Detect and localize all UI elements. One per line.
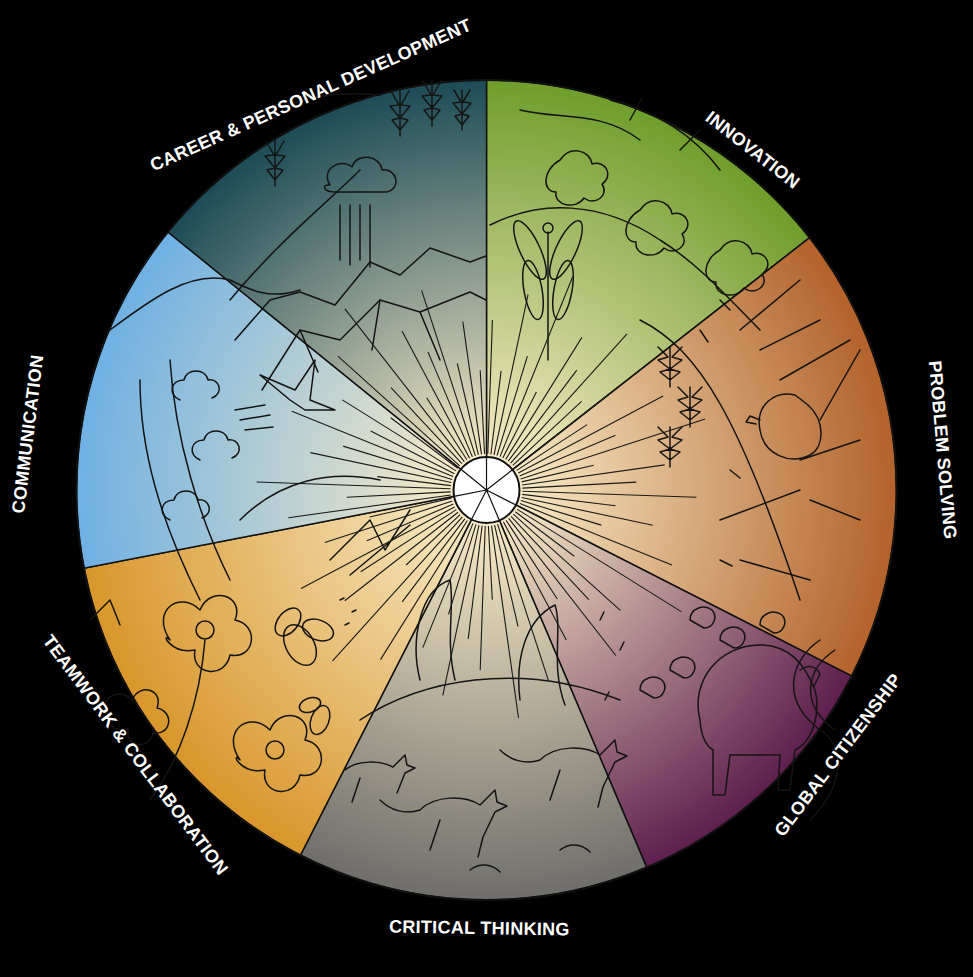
career-scene [230,81,486,390]
center-hub [454,457,520,523]
sun-ray [522,465,665,485]
segment-label: GLOBAL CITIZENSHIP [770,670,905,840]
sun-ray [498,524,549,680]
sun-ray [517,425,587,471]
sun-ray [519,506,612,553]
sun-ray [422,290,476,456]
sun-ray [345,309,464,462]
sun-ray [518,396,663,473]
critical-scene [345,580,627,872]
sun-ray [509,518,616,655]
sun-ray [488,526,492,600]
sun-ray [521,419,706,479]
sun-ray [428,352,473,457]
sun-ray [511,334,627,463]
segment-label: TEAMWORK & COLLABORATION [38,631,231,879]
sun-ray [391,418,458,469]
segment-label: CRITICAL THINKING [388,916,569,939]
sun-ray [406,515,460,565]
sun-ray [381,521,468,660]
sun-ray [377,477,451,486]
sun-ray [513,401,582,465]
wheel-rim [77,80,897,900]
sun-ray [480,526,485,670]
sun-ray [342,400,456,471]
sun-ray [480,370,484,454]
segment-label: COMMUNICATION [8,353,47,514]
sun-ray [371,431,455,474]
segment-label: CAREER & PERSONAL DEVELOPMENT [147,15,474,175]
sun-ray [361,510,457,572]
sun-ray [497,356,527,456]
sun-ray [325,501,453,542]
sun-ray [500,277,573,457]
sun-ray [522,465,594,482]
sun-ray [292,411,453,476]
sun-ray [523,491,697,497]
sun-ray [521,501,601,526]
sun-ray [520,435,616,476]
wheel-segments [76,80,896,900]
sun-ray [520,504,672,565]
sun-ray [288,495,451,518]
problem-scene [640,280,860,600]
sun-ray [491,371,501,454]
sun-ray [522,498,653,526]
sun-ray [523,482,637,488]
sun-ray [338,356,460,466]
communication-scene [110,278,380,600]
sun-ray [515,512,574,557]
segment-label: PROBLEM SOLVING [925,360,961,540]
sun-ray [506,520,557,599]
sun-ray [301,507,455,589]
sun-rays [257,277,706,718]
sun-ray [347,492,451,497]
sun-ray [391,388,462,464]
sun-ray [506,337,582,459]
sun-ray [492,526,519,718]
sun-ray [513,514,620,610]
sun-ray [463,322,482,455]
segment-label: INNOVATION [702,107,804,193]
sun-ray [501,523,534,600]
sun-ray [488,320,493,454]
